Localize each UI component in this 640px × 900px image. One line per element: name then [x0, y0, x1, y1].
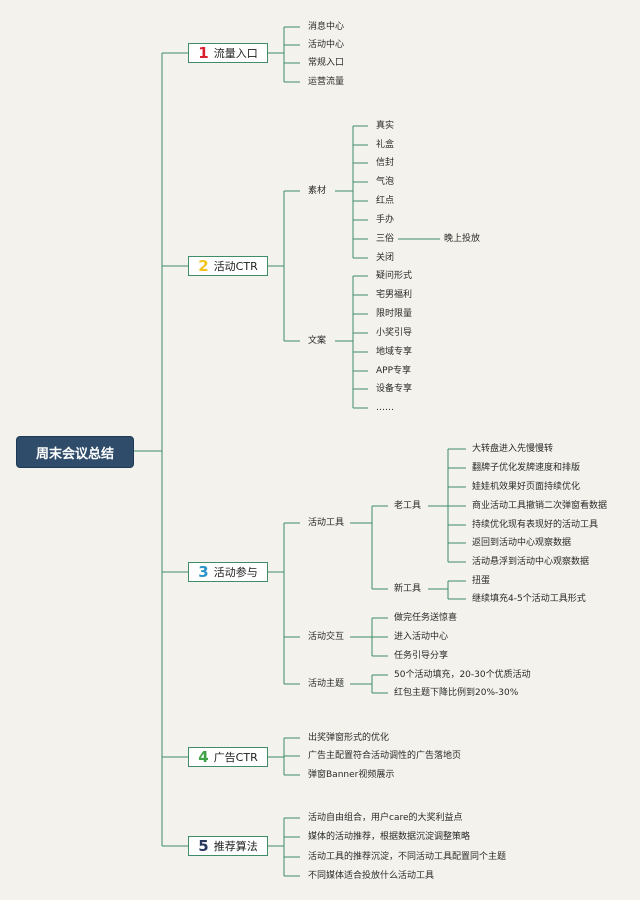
- root-node: 周末会议总结: [16, 436, 134, 468]
- branch-2-node: 2 活动CTR: [188, 256, 268, 276]
- branch-3-node: 3 活动参与: [188, 562, 268, 582]
- b3-old-item: 持续优化现有表现好的活动工具: [472, 520, 599, 530]
- branch-1-label: 流量入口: [213, 47, 258, 60]
- b3-old-item: 活动悬浮到活动中心观察数据: [472, 557, 590, 567]
- branch-3-number: 3: [198, 563, 209, 581]
- b5-item: 不同媒体适合投放什么活动工具: [308, 871, 435, 881]
- b3-g2-item: 任务引导分享: [394, 651, 449, 661]
- b4-item: 弹窗Banner视频展示: [308, 770, 395, 780]
- b3-group-label: 活动交互: [308, 632, 345, 642]
- b2-g2-item: ……: [376, 403, 394, 413]
- branch-4-label: 广告CTR: [213, 751, 258, 764]
- b2-g1-item: 信封: [376, 158, 395, 168]
- b3-g2-item: 进入活动中心: [394, 632, 449, 642]
- branch-4-number: 4: [198, 748, 209, 766]
- b2-g1-item: 红点: [376, 196, 395, 206]
- b3-old-item: 翻牌子优化发牌速度和排版: [472, 463, 581, 473]
- b2-g2-item: 疑问形式: [376, 271, 413, 281]
- b3-g3-item: 红包主题下降比例到20%-30%: [394, 688, 519, 698]
- branch-5-label: 推荐算法: [213, 840, 258, 853]
- b2-g2-item: 限时限量: [376, 309, 413, 319]
- b3-group-label: 活动工具: [308, 518, 345, 528]
- b2-g2-item: 小奖引导: [376, 328, 413, 338]
- b4-item: 广告主配置符合活动调性的广告落地页: [308, 751, 462, 761]
- branch-3-label: 活动参与: [213, 566, 258, 579]
- b2-g1-item: 气泡: [376, 177, 395, 187]
- b5-item: 活动自由组合，用户care的大奖利益点: [308, 813, 463, 823]
- b2-g1-item: 礼盒: [376, 140, 395, 150]
- b5-item: 媒体的活动推荐，根据数据沉淀调整策略: [308, 832, 471, 842]
- b3-old-tools-label: 老工具: [394, 501, 422, 511]
- branch-2-number: 2: [198, 257, 209, 275]
- b3-old-item: 返回到活动中心观察数据: [472, 538, 572, 548]
- b2-g2-item: 地域专享: [376, 347, 413, 357]
- b3-group-label: 活动主题: [308, 679, 345, 689]
- b2-g1-item: 三俗: [376, 234, 395, 244]
- b2-g1-item: 关闭: [376, 253, 395, 263]
- b1-item: 消息中心: [308, 22, 345, 32]
- branch-5-number: 5: [198, 837, 209, 855]
- b2-g1-item: 真实: [376, 121, 395, 131]
- b2-group-label: 文案: [308, 336, 327, 346]
- branch-1-number: 1: [198, 44, 209, 62]
- b1-item: 运营流量: [308, 77, 345, 87]
- branch-5-node: 5 推荐算法: [188, 836, 268, 856]
- branch-2-label: 活动CTR: [213, 260, 258, 273]
- b4-item: 出奖弹窗形式的优化: [308, 733, 390, 743]
- b3-old-item: 娃娃机效果好页面持续优化: [472, 482, 581, 492]
- b2-g2-item: 宅男福利: [376, 290, 413, 300]
- b3-old-item: 大转盘进入先慢慢转: [472, 444, 554, 454]
- b2-g2-item: APP专享: [376, 366, 412, 376]
- branch-1-node: 1 流量入口: [188, 43, 268, 63]
- b3-g3-item: 50个活动填充，20-30个优质活动: [394, 670, 531, 680]
- b3-old-item: 商业活动工具撤销二次弹窗看数据: [472, 501, 608, 511]
- b3-new-item: 继续填充4-5个活动工具形式: [472, 594, 586, 604]
- branch-4-node: 4 广告CTR: [188, 747, 268, 767]
- b3-new-tools-label: 新工具: [394, 584, 422, 594]
- b5-item: 活动工具的推荐沉淀，不同活动工具配置同个主题: [308, 852, 507, 862]
- b2-g1-note: 晚上投放: [444, 234, 481, 244]
- b1-item: 活动中心: [308, 40, 345, 50]
- b3-g2-item: 做完任务送惊喜: [394, 613, 458, 623]
- b2-group-label: 素材: [308, 186, 327, 196]
- b2-g1-item: 手办: [376, 215, 395, 225]
- b2-g2-item: 设备专享: [376, 384, 413, 394]
- b1-item: 常规入口: [308, 58, 345, 68]
- b3-new-item: 扭蛋: [472, 576, 491, 586]
